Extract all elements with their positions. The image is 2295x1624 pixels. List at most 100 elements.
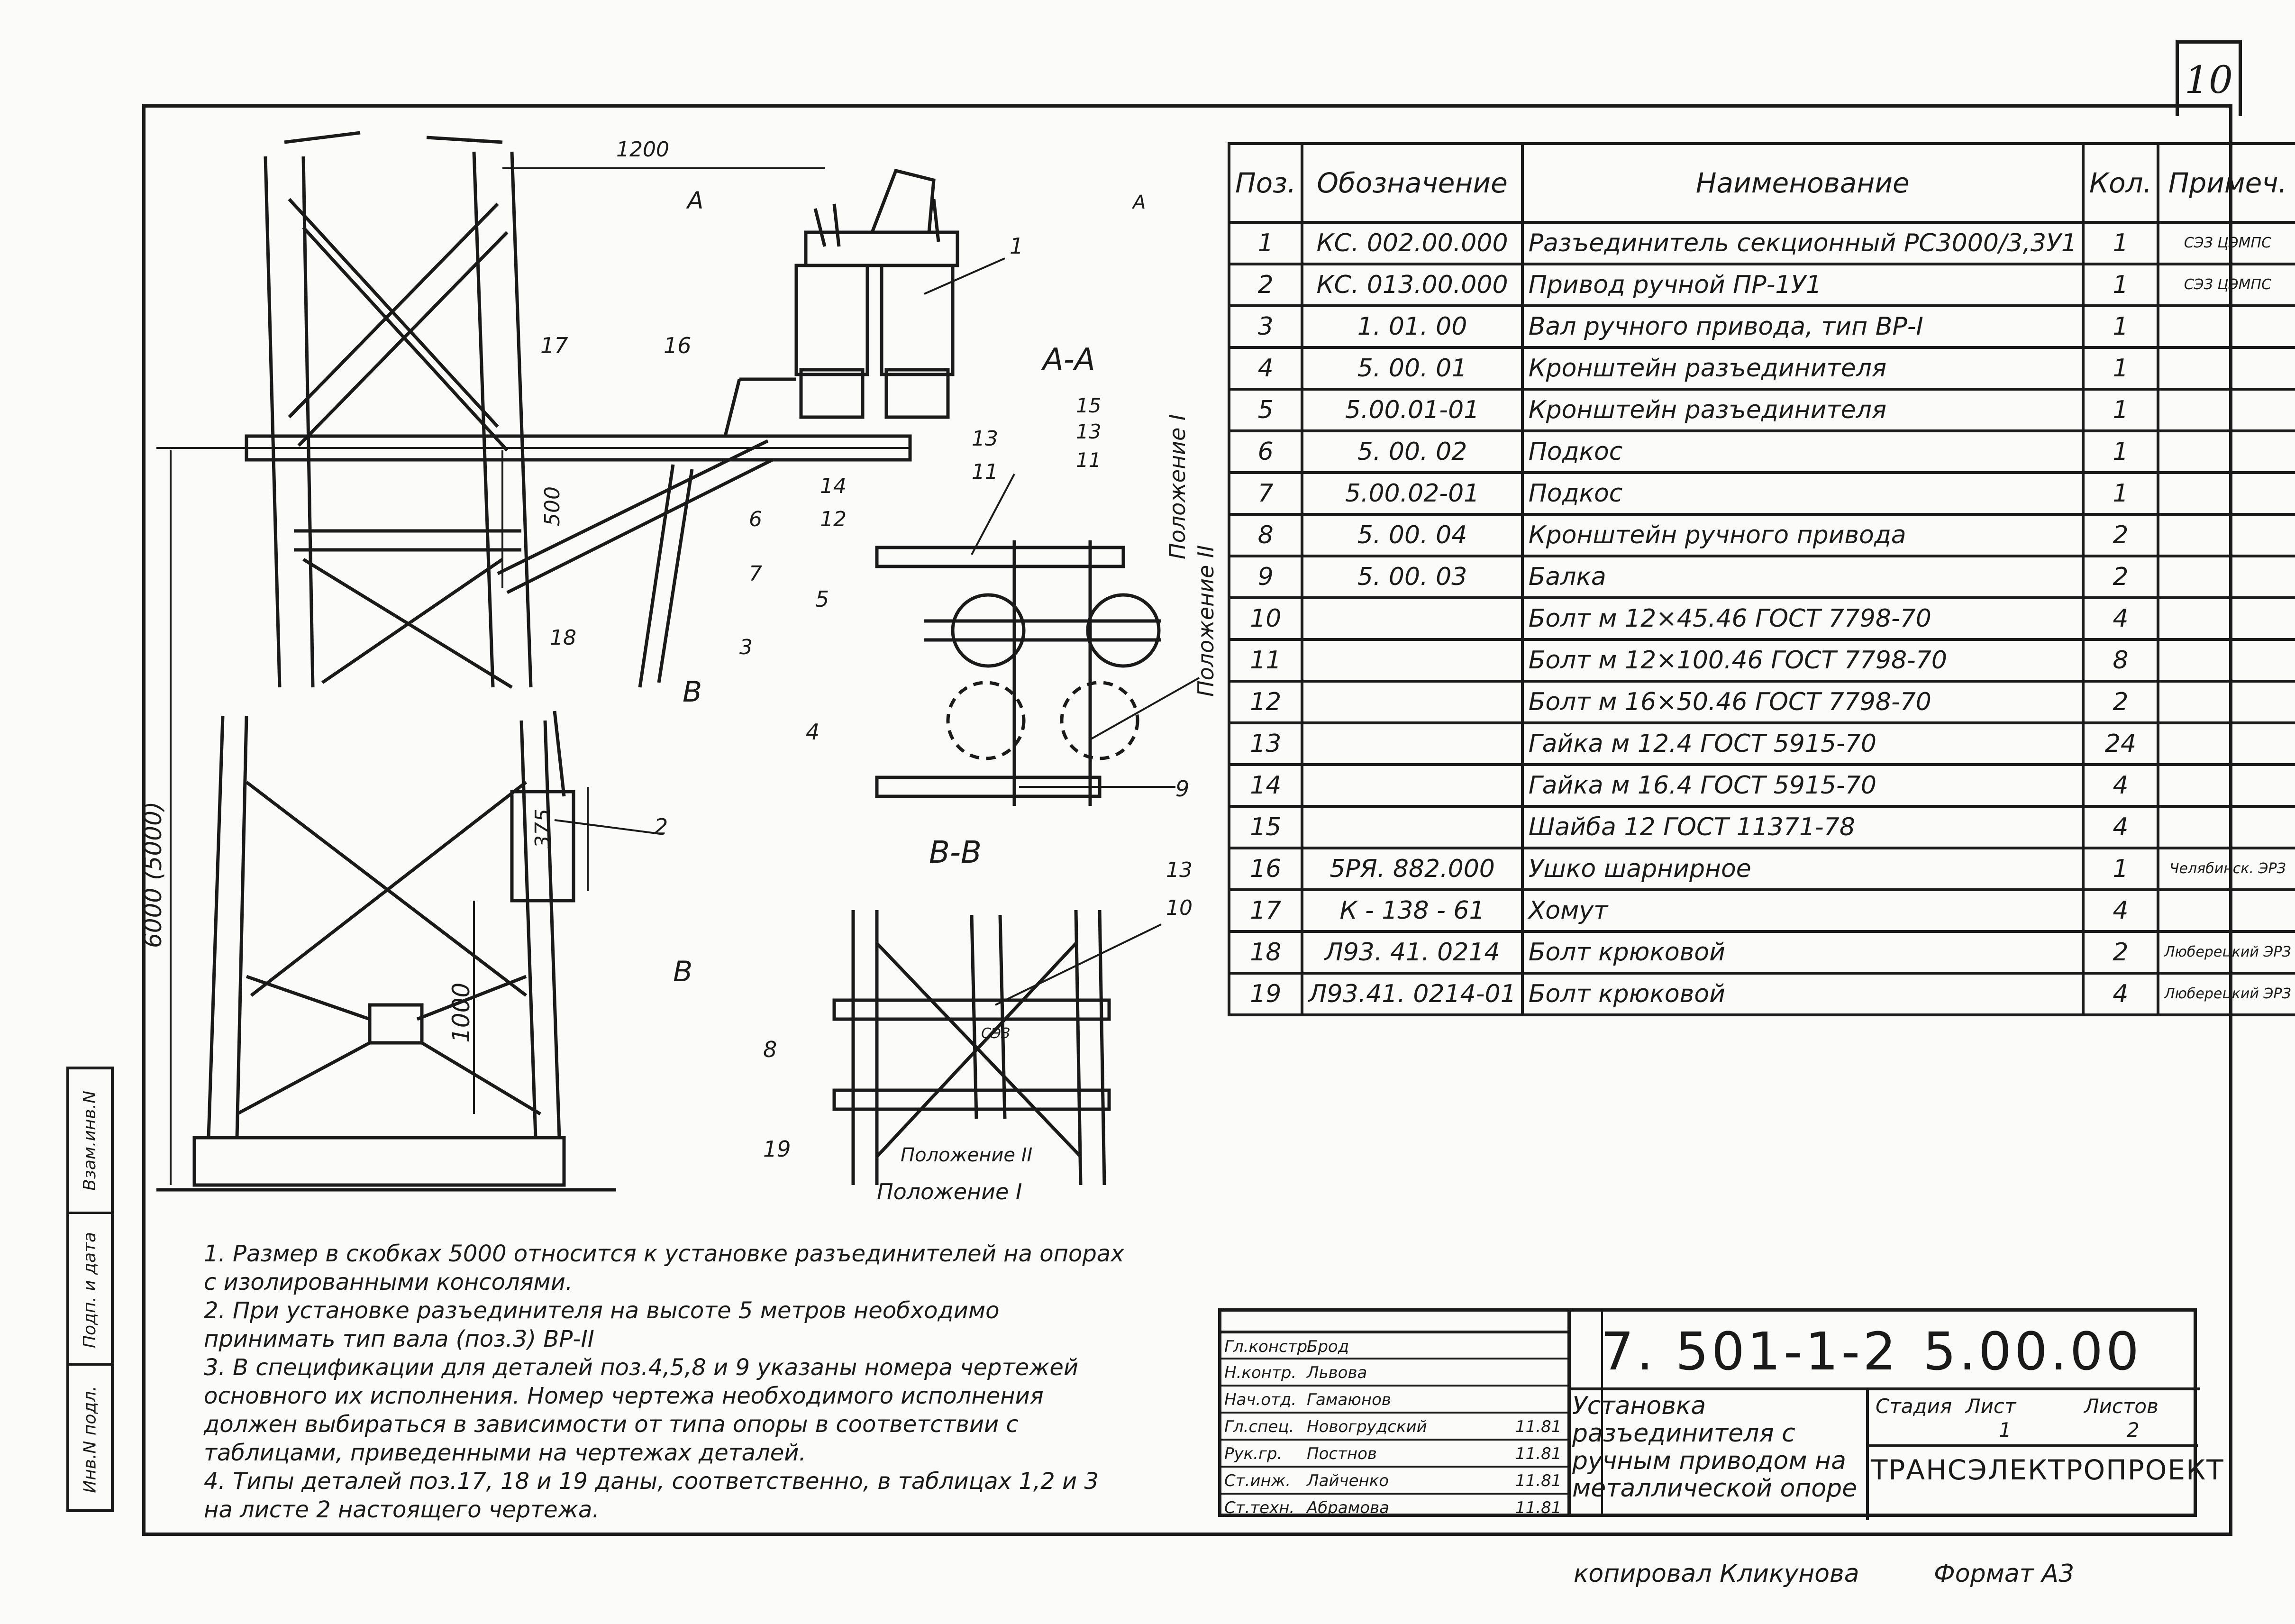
cell-note: СЭЗ ЦЭМПС <box>2157 221 2295 265</box>
section-aa-view <box>875 540 1161 806</box>
signature-row: Гл.констр.Брод <box>1221 1331 1567 1360</box>
cell-designation: 1. 01. 00 <box>1301 304 1524 349</box>
signature-row: Нач.отд.Гамаюнов <box>1221 1385 1567 1414</box>
callout-5: 5 <box>815 586 829 612</box>
cell-name: Подкос <box>1521 471 2085 516</box>
cell-pos: 1 <box>1227 221 1304 265</box>
col-note: Примеч. <box>2157 142 2295 224</box>
cell-qty: 2 <box>2081 680 2160 724</box>
cell-name: Гайка м 16.4 ГОСТ 5915-70 <box>1521 763 2085 808</box>
dim-375: 375 <box>531 809 555 848</box>
sheet-value: 1 <box>1999 1418 2012 1442</box>
cell-pos: 14 <box>1227 763 1304 808</box>
cell-pos: 19 <box>1227 972 1304 1016</box>
note-4: 4. Типы деталей поз.17, 18 и 19 даны, со… <box>204 1468 1099 1523</box>
signature-role: Ст.техн. <box>1224 1498 1295 1517</box>
organization: ТРАНСЭЛЕКТРОПРОЕКТ <box>1871 1454 2224 1486</box>
document-title: Установка разъединителя с ручным приводо… <box>1572 1392 1858 1503</box>
cell-qty: 24 <box>2081 721 2160 766</box>
signature-role: Гл.спец. <box>1224 1417 1294 1436</box>
cell-pos: 13 <box>1227 721 1304 766</box>
cell-designation <box>1301 805 1524 849</box>
cell-designation: 5.00.01-01 <box>1301 388 1524 432</box>
side-cell-sign: Подп. и дата <box>69 1212 111 1366</box>
cell-pos: 18 <box>1227 930 1304 975</box>
callout-6: 6 <box>749 507 762 531</box>
signature-name: Абрамова <box>1307 1498 1389 1517</box>
callout-11-aa: 11 <box>1076 448 1101 472</box>
cell-qty: 8 <box>2081 638 2160 683</box>
stage-label: Стадия <box>1876 1395 1952 1418</box>
specification-table: Поз. Обозначение Наименование Кол. Приме… <box>1227 142 2295 1016</box>
section-aa-title: А-А <box>1041 342 1095 377</box>
callout-19: 19 <box>763 1136 791 1162</box>
position-1-bb-label: Положение I <box>877 1179 1022 1204</box>
callout-12: 12 <box>820 507 847 531</box>
cell-note: СЭЗ ЦЭМПС <box>2157 263 2295 307</box>
callout-15: 15 <box>1076 394 1101 417</box>
cell-note <box>2157 638 2295 683</box>
callout-14: 14 <box>820 474 847 498</box>
cell-name: Болт м 12×45.46 ГОСТ 7798-70 <box>1521 596 2085 641</box>
callout-16: 16 <box>664 333 692 358</box>
callout-13-aa: 13 <box>1076 420 1101 443</box>
cell-name: Привод ручной ПР-1У1 <box>1521 263 2085 307</box>
note-2: 2. При установке разъединителя на высоте… <box>204 1297 1000 1352</box>
position-2-bb-label: Положение II <box>901 1144 1032 1166</box>
cell-designation: КС. 002.00.000 <box>1301 221 1524 265</box>
callout-13-bb: 13 <box>1166 858 1193 882</box>
sheets-value: 2 <box>2127 1418 2140 1442</box>
cell-pos: 12 <box>1227 680 1304 724</box>
cell-qty: 1 <box>2081 429 2160 474</box>
sheets-label: Листов <box>2084 1395 2158 1418</box>
cell-name: Болт м 16×50.46 ГОСТ 7798-70 <box>1521 680 2085 724</box>
cell-designation: 5. 00. 01 <box>1301 346 1524 391</box>
cell-qty: 2 <box>2081 513 2160 557</box>
cell-note <box>2157 346 2295 391</box>
signature-name: Лайченко <box>1307 1471 1389 1490</box>
cell-name: Кронштейн ручного привода <box>1521 513 2085 557</box>
signature-row: Н.контр.Львова <box>1221 1358 1567 1387</box>
cell-pos: 7 <box>1227 471 1304 516</box>
note-3: 3. В спецификации для деталей поз.4,5,8 … <box>204 1354 1079 1466</box>
signature-role: Ст.инж. <box>1224 1471 1291 1490</box>
cell-pos: 6 <box>1227 429 1304 474</box>
signature-name: Гамаюнов <box>1307 1390 1391 1409</box>
cell-pos: 9 <box>1227 555 1304 599</box>
cell-note <box>2157 888 2295 933</box>
signature-role: Рук.гр. <box>1224 1444 1283 1463</box>
cell-name: Болт крюковой <box>1521 930 2085 975</box>
cell-qty: 4 <box>2081 805 2160 849</box>
cell-designation <box>1301 638 1524 683</box>
cell-qty: 1 <box>2081 346 2160 391</box>
cell-name: Болт крюковой <box>1521 972 2085 1016</box>
cell-pos: 8 <box>1227 513 1304 557</box>
callout-8: 8 <box>763 1037 777 1062</box>
cell-pos: 3 <box>1227 304 1304 349</box>
cell-name: Болт м 12×100.46 ГОСТ 7798-70 <box>1521 638 2085 683</box>
signature-role: Гл.констр. <box>1224 1337 1312 1356</box>
cell-pos: 16 <box>1227 847 1304 891</box>
cell-name: Кронштейн разъединителя <box>1521 388 2085 432</box>
cell-designation <box>1301 763 1524 808</box>
signature-date: 11.81 <box>1515 1417 1562 1436</box>
cell-note <box>2157 805 2295 849</box>
cell-note <box>2157 513 2295 557</box>
cell-note <box>2157 721 2295 766</box>
cell-note <box>2157 388 2295 432</box>
callout-3: 3 <box>739 635 753 659</box>
signature-role: Н.контр. <box>1224 1363 1297 1382</box>
cell-qty: 1 <box>2081 847 2160 891</box>
